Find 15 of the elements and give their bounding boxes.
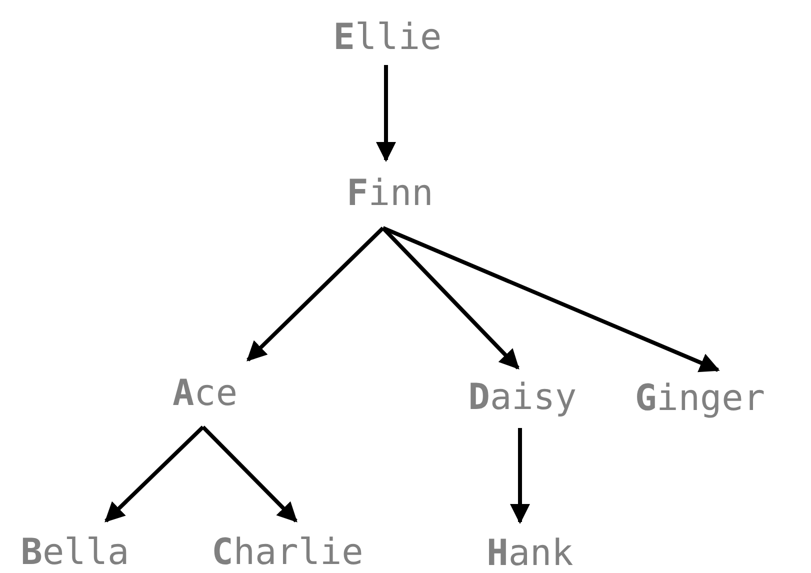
node-label: Finn (346, 176, 434, 212)
node-label: Charlie (212, 535, 364, 571)
arrow (104, 426, 204, 522)
node-label: Ace (172, 376, 238, 412)
arrow (376, 65, 396, 162)
node-label: Hank (486, 536, 574, 572)
arrow (382, 226, 720, 372)
node-label: Bella (20, 535, 130, 571)
arrow (510, 428, 530, 524)
node-label: Ginger (634, 381, 766, 417)
node-label: Daisy (468, 380, 577, 416)
arrow (202, 426, 298, 522)
node-label: Ellie (333, 20, 442, 56)
arrow (382, 226, 520, 370)
arrow (246, 226, 384, 362)
